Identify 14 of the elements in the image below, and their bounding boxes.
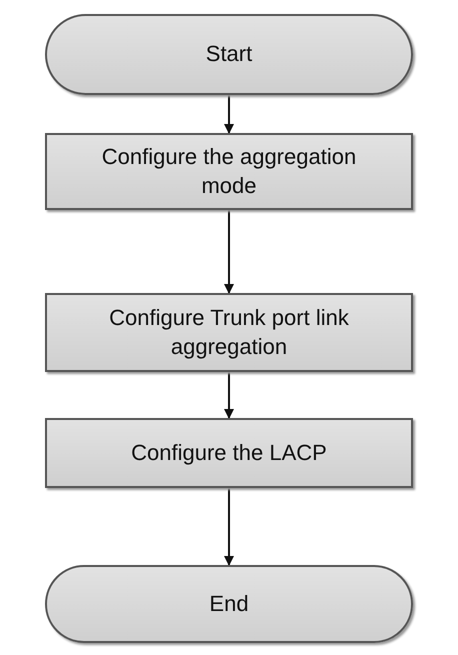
step-label: Configure Trunk port link aggregation <box>108 304 350 361</box>
arrow <box>224 210 234 294</box>
arrow <box>224 95 234 134</box>
step-label: Start <box>206 40 252 68</box>
process-box <box>45 293 413 372</box>
process-box <box>45 133 413 210</box>
step-label: Configure the LACP <box>131 438 327 467</box>
terminal-shape <box>45 565 413 643</box>
step-label: Configure the aggregation mode <box>100 142 358 200</box>
process-box <box>45 418 413 488</box>
step-label: End <box>209 590 249 618</box>
terminal-shape <box>45 14 413 95</box>
arrow <box>224 488 234 566</box>
arrow <box>224 372 234 419</box>
